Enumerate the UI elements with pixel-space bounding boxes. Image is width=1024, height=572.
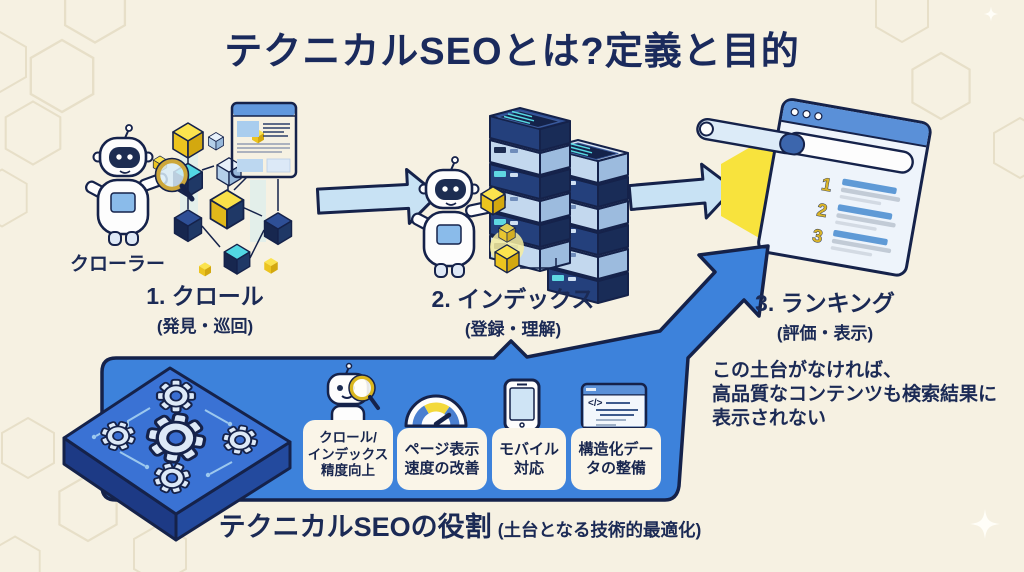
foundation-note: この土台がなければ、 高品質なコンテンツも検索結果に 表示されない <box>712 360 998 429</box>
rank-number: 1 <box>820 174 833 195</box>
gear-platform-icon <box>62 366 292 542</box>
code-glyph: </> <box>588 398 603 409</box>
page-title: テクニカルSEOとは?定義と目的 <box>224 31 800 73</box>
stage-3-title: 3. ランキング <box>755 290 895 316</box>
result-row: 3 <box>810 225 892 257</box>
crawler-robot-icon <box>85 124 195 246</box>
flow-arrow-icon <box>315 167 440 225</box>
foundation-caption: テクニカルSEOの役割(土台となる技術的最適化) <box>180 505 740 544</box>
stage-2-illustration <box>411 107 629 304</box>
sparkle-icon <box>970 509 1000 539</box>
mobile-phone-icon <box>503 378 541 432</box>
rank-number: 2 <box>815 200 828 221</box>
stage-1-illustration <box>85 101 298 277</box>
gear-icon <box>155 378 197 414</box>
cube-network-icon <box>152 122 293 277</box>
stage-3-caption: 3. ランキング (評価・表示) <box>710 290 940 344</box>
flow-arrow-icon <box>627 162 736 220</box>
foundation-caption-main: テクニカルSEOの役割 <box>218 512 492 542</box>
foundation-box-crawl-index: クロール/ インデックス 精度向上 <box>303 420 393 490</box>
webpage-card-icon <box>230 101 298 179</box>
stage-1-title: 1. クロール <box>146 283 264 309</box>
stage-2-caption: 2. インデックス (登録・理解) <box>398 286 628 340</box>
robot-visor <box>109 147 140 168</box>
stage-1-caption: 1. クロール (発見・巡回) <box>90 283 320 337</box>
foundation-box-mobile: モバイル 対応 <box>492 428 566 490</box>
speed-gauge-icon <box>404 394 468 428</box>
ranking-browser-icon: 1 2 3 <box>696 98 932 277</box>
magnifier-icon <box>154 157 195 202</box>
magnifier-handle-icon <box>696 117 806 156</box>
stage-2-subtitle: (登録・理解) <box>464 320 562 340</box>
stage-3-subtitle: (評価・表示) <box>776 324 874 344</box>
rank-number: 3 <box>811 225 824 246</box>
light-beam <box>250 180 266 242</box>
stage-1-subtitle: (発見・巡回) <box>156 317 254 337</box>
structured-data-icon: </> <box>580 382 648 430</box>
stage-2-title: 2. インデックス <box>431 286 595 312</box>
indexer-robot-icon <box>411 156 498 278</box>
stage-3-illustration: 1 2 3 <box>696 98 932 277</box>
foundation-box-page-speed: ページ表示 速度の改善 <box>397 428 487 490</box>
foundation-caption-sub: (土台となる技術的最適化) <box>497 520 702 540</box>
result-row: 2 <box>815 199 896 231</box>
crawler-label: クローラー <box>70 254 166 275</box>
foundation-box-structured-data: 構造化デー タの整備 <box>571 428 661 490</box>
result-row: 1 <box>819 174 901 206</box>
server-stack-icon <box>489 107 571 272</box>
